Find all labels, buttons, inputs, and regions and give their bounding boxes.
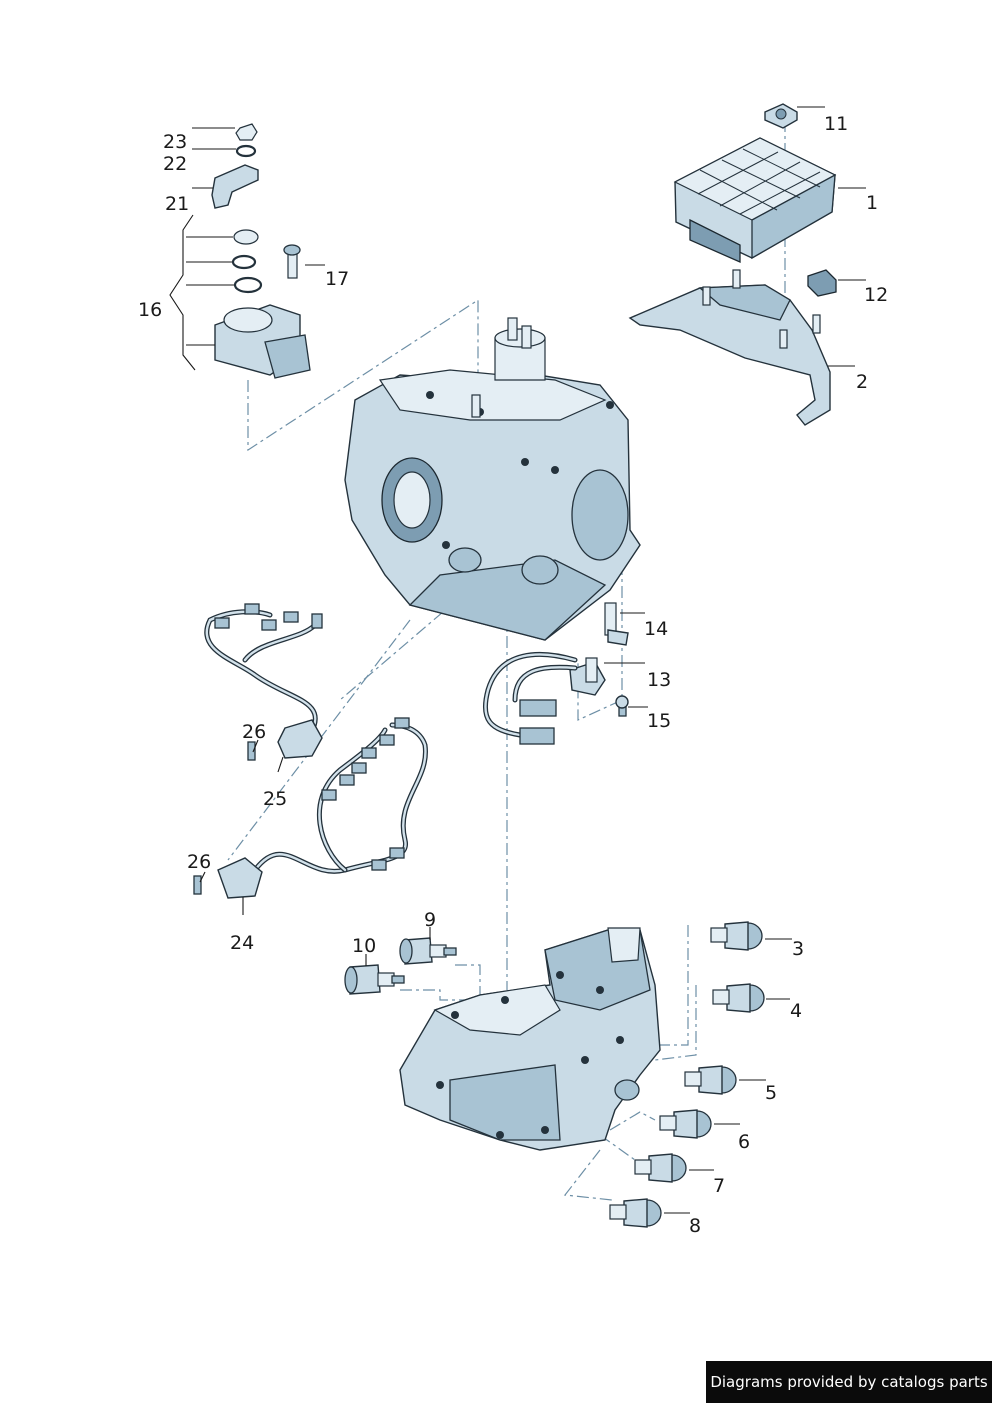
callout-23: 23 (163, 131, 187, 153)
callout-9: 9 (424, 909, 436, 931)
callout-10: 10 (352, 935, 376, 957)
sensor-harness-24 (193, 717, 428, 899)
valve-body (399, 927, 661, 1151)
callout-26-lower: 26 (187, 851, 211, 873)
gearbox-housing (344, 317, 641, 641)
callout-4: 4 (790, 1000, 802, 1022)
callout-22: 22 (163, 153, 187, 175)
solenoid-5 (684, 1065, 737, 1095)
callout-25: 25 (263, 788, 287, 810)
sensor-harness-25 (204, 603, 323, 761)
catalog-credit-banner: Diagrams provided by catalogs parts (706, 1361, 992, 1403)
callout-15: 15 (647, 710, 671, 732)
solenoid-4 (712, 983, 765, 1013)
solenoid-10 (344, 964, 405, 995)
callout-leaders (169, 106, 866, 1214)
callout-26-upper: 26 (242, 721, 266, 743)
solenoid-valves (344, 921, 765, 1228)
callout-16: 16 (138, 299, 162, 321)
callout-14: 14 (644, 618, 668, 640)
solenoid-8 (609, 1198, 662, 1228)
callout-7: 7 (713, 1175, 725, 1197)
solenoid-7 (634, 1153, 687, 1183)
solenoid-6 (659, 1109, 712, 1139)
callout-2: 2 (856, 371, 868, 393)
selector-switch-group (211, 123, 311, 379)
control-unit-bracket (628, 269, 837, 426)
callout-24: 24 (230, 932, 254, 954)
callout-3: 3 (792, 938, 804, 960)
callout-8: 8 (689, 1215, 701, 1237)
callout-labels: 1 2 3 4 5 6 7 8 9 10 11 12 13 14 15 16 1… (138, 113, 888, 1237)
callout-12: 12 (864, 284, 888, 306)
callout-17: 17 (325, 268, 349, 290)
speed-sensor-group (482, 602, 629, 745)
callout-6: 6 (738, 1131, 750, 1153)
callout-5: 5 (765, 1082, 777, 1104)
transmission-control-unit (673, 103, 837, 263)
callout-1: 1 (866, 192, 878, 214)
callout-11: 11 (824, 113, 848, 135)
solenoid-3 (710, 921, 763, 951)
solenoid-9 (399, 937, 457, 965)
callout-13: 13 (647, 669, 671, 691)
callout-21: 21 (165, 193, 189, 215)
